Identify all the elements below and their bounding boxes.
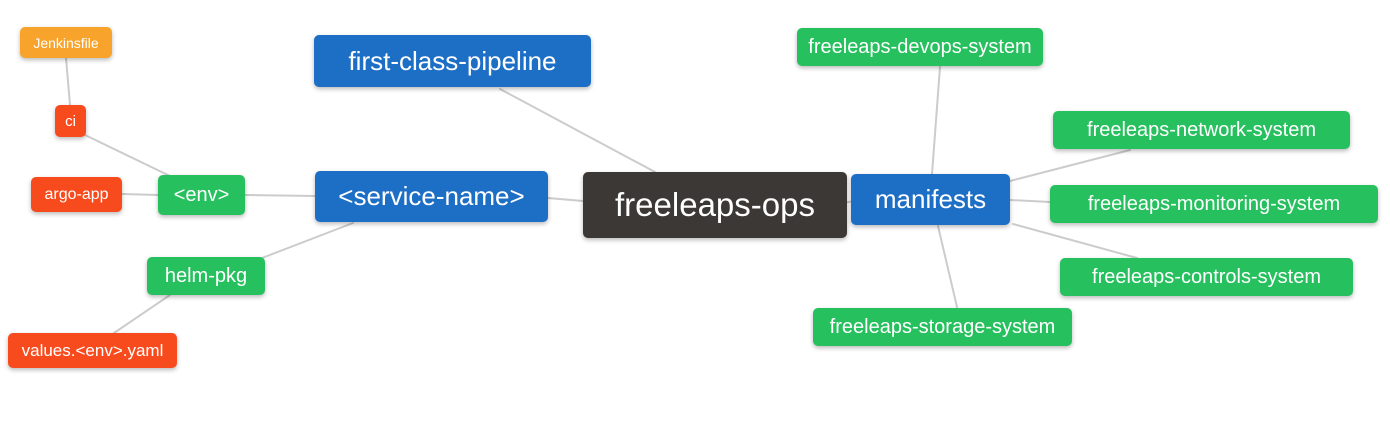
node-values-env-yaml[interactable]: values.<env>.yaml <box>8 333 177 368</box>
edge-helm-pkg-values <box>113 294 171 334</box>
node-manifests[interactable]: manifests <box>851 174 1010 225</box>
node-env[interactable]: <env> <box>158 175 245 215</box>
edge-ci-env <box>82 133 173 178</box>
node-helm-pkg[interactable]: helm-pkg <box>147 257 265 295</box>
node-ci[interactable]: ci <box>55 105 86 137</box>
node-freeleaps-ops-root[interactable]: freeleaps-ops <box>583 172 847 238</box>
node-jenkinsfile[interactable]: Jenkinsfile <box>20 27 112 58</box>
edge-jenkinsfile-ci <box>65 57 71 106</box>
edge-pipeline-root <box>499 88 656 173</box>
edge-env-service-name <box>244 194 316 197</box>
edge-manifests-monitoring <box>1009 199 1051 203</box>
node-freeleaps-network-system[interactable]: freeleaps-network-system <box>1053 111 1350 149</box>
edge-manifests-network <box>1009 149 1131 182</box>
node-freeleaps-controls-system[interactable]: freeleaps-controls-system <box>1060 258 1353 296</box>
node-service-name[interactable]: <service-name> <box>315 171 548 222</box>
edge-manifests-devops <box>931 66 941 175</box>
edge-argo-app-env <box>121 193 159 196</box>
node-freeleaps-devops-system[interactable]: freeleaps-devops-system <box>797 28 1043 66</box>
node-argo-app[interactable]: argo-app <box>31 177 122 212</box>
edge-manifests-storage <box>937 225 958 308</box>
node-freeleaps-storage-system[interactable]: freeleaps-storage-system <box>813 308 1072 346</box>
edge-manifests-controls <box>1012 223 1138 259</box>
edge-service-name-helm-pkg <box>261 222 354 259</box>
edge-service-name-root <box>547 197 584 202</box>
node-first-class-pipeline[interactable]: first-class-pipeline <box>314 35 591 87</box>
node-freeleaps-monitoring-system[interactable]: freeleaps-monitoring-system <box>1050 185 1378 223</box>
